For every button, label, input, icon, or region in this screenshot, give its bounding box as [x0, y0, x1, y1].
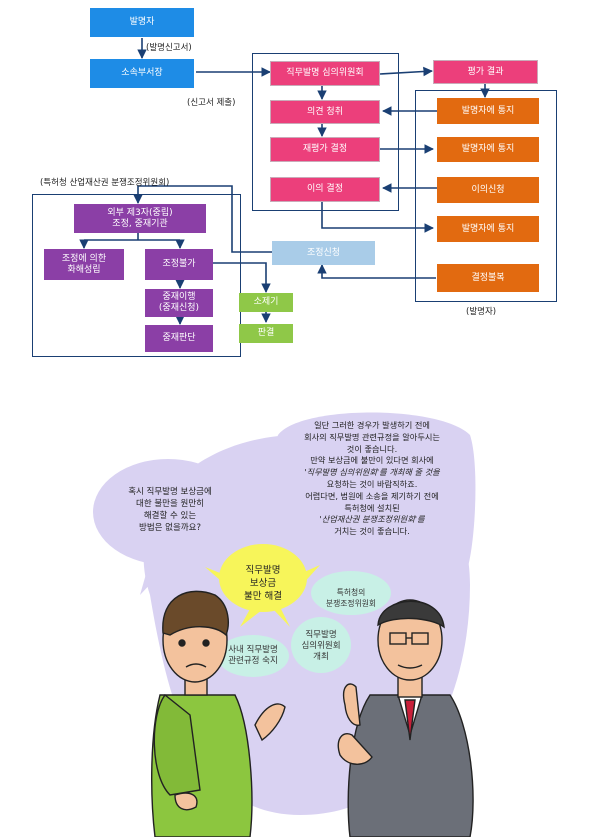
right-bubble-text: 일단 그러한 경우가 발생하기 전에 회사의 직무발명 관련규정을 알아두시는 …	[272, 420, 472, 538]
tag-a-line-1: 사내 직무발명	[228, 645, 278, 655]
left-bubble-line: 대한 불만을 원만히	[136, 499, 204, 509]
center-label-line-2: 보상금	[249, 578, 277, 589]
right-bubble-line: '산업재산권 분쟁조정위원회'를	[319, 514, 425, 525]
tag-c-shape	[311, 571, 391, 615]
flow-connectors	[79, 38, 490, 325]
external-line-1: 외부 제3자(중립)	[107, 207, 173, 218]
lawsuit-box: 소제기	[239, 293, 293, 312]
left-bubble-line: 해결할 수 있는	[143, 511, 197, 521]
committee-frame	[252, 53, 399, 211]
reassess-box: 재평가 결정	[270, 137, 380, 162]
arbitration-line-1: 중재이행	[162, 292, 196, 302]
right-bubble-line: 특허청에 설치된	[344, 502, 400, 513]
cartoon-illustration	[93, 412, 476, 837]
right-bubble-line: 만약 보상금에 불만이 있다면 회사에	[310, 455, 434, 466]
tag-b-line-2: 심의위원회	[301, 641, 341, 651]
arbitration-ruling-box: 중재판단	[145, 325, 213, 352]
inventor-box: 발명자	[90, 8, 194, 37]
external-box: 외부 제3자(중립) 조정, 중재기관	[74, 204, 206, 233]
right-bubble-line: 어렵다면, 법원에 소송을 제기하기 전에	[305, 490, 439, 501]
center-label-line-1: 직무발명	[245, 565, 281, 576]
opinion-box: 의견 청취	[270, 100, 380, 124]
mediation-settle-line-1: 조정에 의한	[61, 253, 107, 264]
arbitration-line-2: (중재신청)	[158, 303, 200, 313]
tag-c-line-1: 특허청의	[336, 588, 366, 597]
external-line-2: 조정, 중재기관	[112, 218, 168, 229]
arbitration-box: 중재이행 (중재신청)	[145, 289, 213, 317]
center-burst-shape	[219, 544, 307, 612]
mediation-frame	[32, 194, 241, 357]
objection-decision-box: 이의 결정	[270, 177, 380, 202]
eval-result-box: 평가 결과	[433, 60, 538, 84]
judgment-box: 판결	[239, 324, 293, 343]
tag-b-line-1: 직무발명	[305, 630, 337, 640]
objection-apply-box: 이의신청	[437, 177, 539, 203]
mediation-settle-box: 조정에 의한 화해성립	[44, 249, 124, 280]
tag-a-shape	[217, 635, 289, 677]
right-bubble-line: '직무발명 심의위원회'를 개최해 줄 것을	[304, 467, 440, 478]
tag-c-line-2: 분쟁조정위원회	[325, 599, 377, 608]
inventor-frame	[415, 90, 557, 302]
tag-b-shape	[291, 617, 351, 673]
left-bubble-text: 혹시 직무발명 보상금에 대한 불만을 원만히 해결할 수 있는 방법은 없을까…	[108, 486, 232, 534]
right-bubble-line: 일단 그러한 경우가 발생하기 전에	[314, 420, 430, 430]
committee-box: 직무발명 심의위원회	[270, 61, 380, 86]
center-label: 직무발명 보상금 불만 해결	[222, 564, 304, 603]
notify-box-1: 발명자에 통지	[437, 98, 539, 124]
right-bubble-line: 요청하는 것이 바람직하죠.	[326, 478, 418, 489]
tag-a-line-2: 관련규정 숙지	[228, 656, 278, 666]
left-bubble-line: 방법은 없을까요?	[139, 523, 201, 533]
mediation-fail-box: 조정불가	[145, 249, 213, 280]
left-bubble-line: 혹시 직무발명 보상금에	[128, 487, 212, 497]
right-bubble-line: 거치는 것이 좋습니다.	[334, 526, 410, 537]
notify-box-3: 발명자에 통지	[437, 216, 539, 242]
left-bubble-shape	[93, 459, 243, 565]
mediation-settle-line-2: 화해성립	[67, 264, 101, 275]
right-bubble-line: 것이 좋습니다.	[346, 443, 398, 454]
dept-head-box: 소속부서장	[90, 59, 194, 88]
right-bubble-line: 회사의 직무발명 관련규정을 알아두시는	[304, 431, 440, 442]
report-submit-note: (신고서 제출)	[187, 98, 236, 108]
right-bubble-shape	[270, 412, 476, 592]
tag-b-line-3: 개최	[313, 652, 329, 662]
notify-box-2: 발명자에 통지	[437, 137, 539, 162]
accept-box: 결정불복	[437, 264, 539, 292]
mediation-apply-box: 조정신청	[272, 241, 375, 265]
inventor-report-note: (발명신고서)	[146, 43, 192, 53]
tag-b-label: 직무발명 심의위원회 개최	[291, 630, 351, 663]
tag-a-label: 사내 직무발명 관련규정 숙지	[219, 645, 287, 667]
kipo-committee-note: (특허청 산업재산권 분쟁조정위원회)	[40, 178, 170, 188]
tag-c-label: 특허청의 분쟁조정위원회	[313, 587, 389, 609]
inventor-group-note: (발명자)	[466, 307, 497, 317]
left-man	[151, 590, 286, 837]
right-man	[337, 599, 474, 837]
center-label-line-3: 불만 해결	[244, 591, 282, 602]
